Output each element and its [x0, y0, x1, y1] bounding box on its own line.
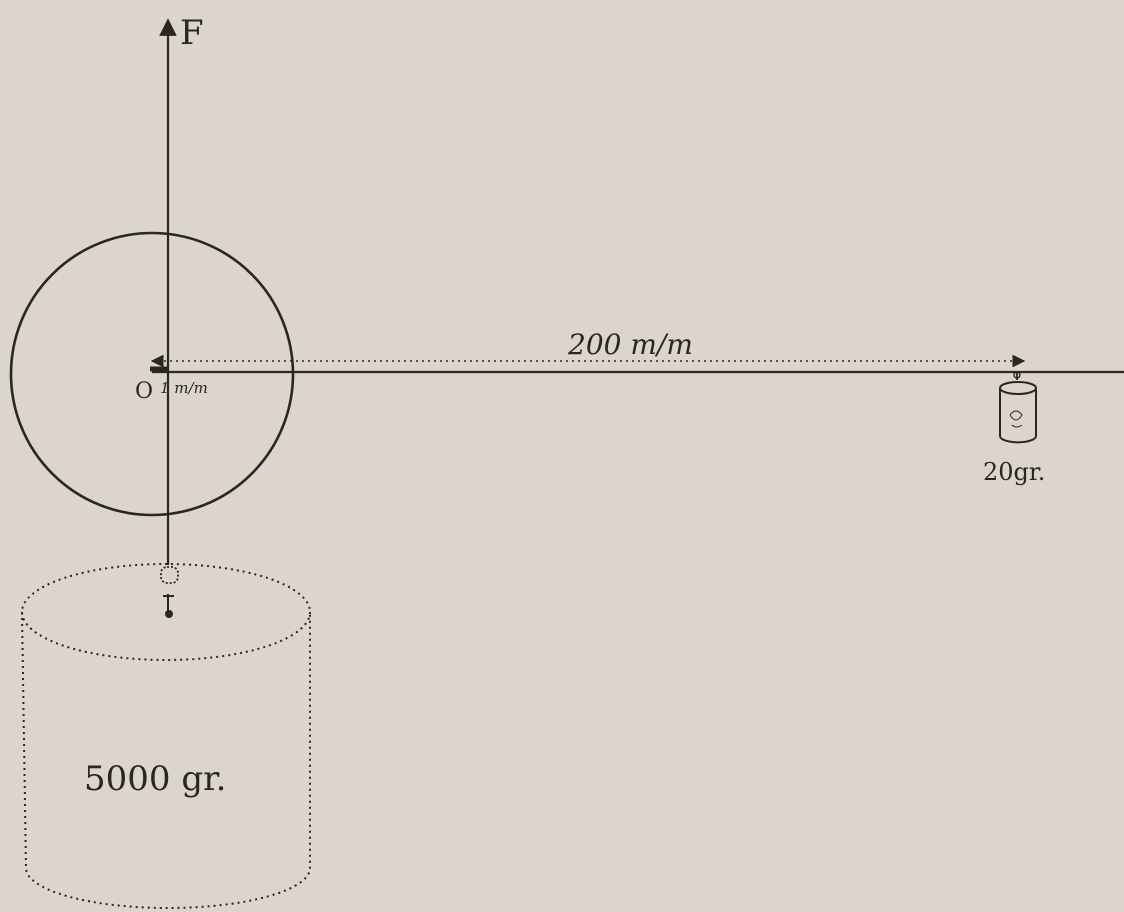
small-distance-label: 1 m/m	[160, 379, 208, 397]
wheel-circle	[9, 231, 295, 517]
large-weight	[21, 563, 311, 909]
origin-label: O	[135, 379, 153, 404]
large-weight-label: 5000 gr.	[84, 759, 226, 799]
distance-label: 200 m/m	[567, 328, 693, 361]
small-weight-label: 20gr.	[983, 458, 1045, 486]
force-label: F	[180, 13, 204, 53]
weight-hanger	[160, 566, 179, 618]
small-weight	[999, 371, 1037, 444]
